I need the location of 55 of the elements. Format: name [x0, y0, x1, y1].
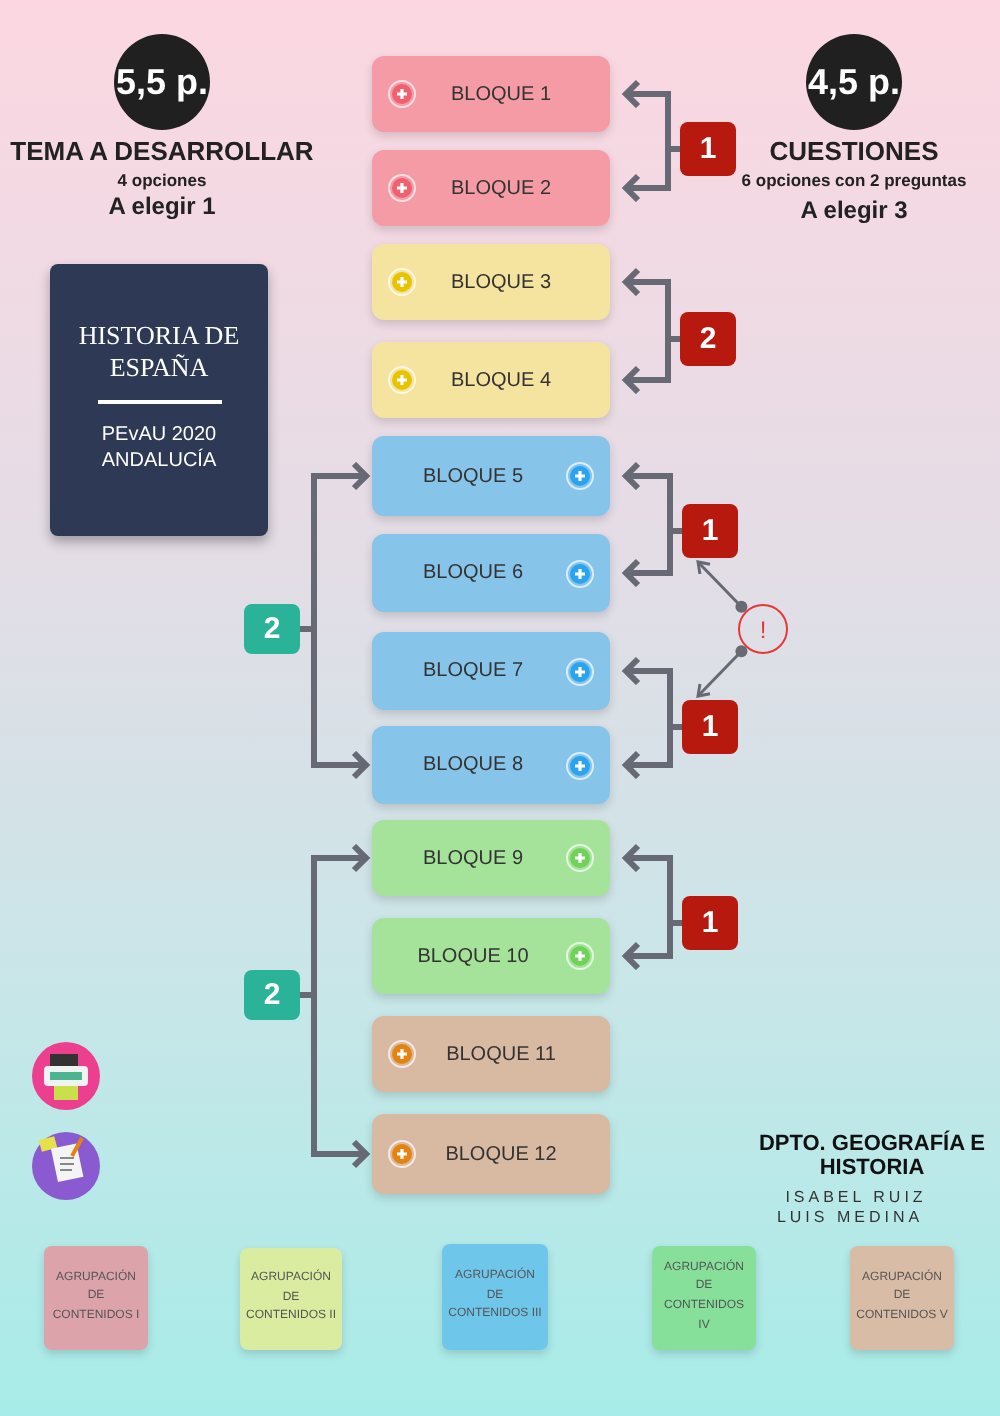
block-label: BLOQUE 1 [448, 83, 554, 105]
block-card [372, 534, 610, 612]
block-label: BLOQUE 10 [415, 945, 531, 967]
section-heading: TEMA A DESARROLLAR [10, 136, 314, 166]
block-card [372, 1114, 610, 1194]
block-card [372, 342, 610, 418]
block-label: BLOQUE 9 [420, 847, 526, 869]
number-badge: 1 [682, 896, 738, 950]
block-card [372, 436, 610, 516]
block-card [372, 1016, 610, 1092]
block-label: BLOQUE 4 [448, 369, 554, 391]
section-heading: CUESTIONES [769, 136, 939, 166]
card-subtitle: PEvAU 2020 ANDALUCÍA [99, 422, 219, 474]
number-badge: 2 [680, 312, 736, 366]
block-label: BLOQUE 7 [420, 660, 526, 682]
number-badge: 1 [682, 700, 738, 754]
bracket-arrow [623, 146, 680, 203]
note: 4 opciones [117, 170, 207, 190]
points-circle: 4,5 p. [806, 34, 902, 130]
block-label: BLOQUE 12 [443, 1143, 559, 1165]
block-card [372, 244, 610, 320]
block-card [372, 918, 610, 994]
block-card [372, 726, 610, 804]
bracket-arrow [623, 920, 682, 971]
number-badge: 2 [244, 604, 300, 654]
block-label: BLOQUE 2 [448, 177, 554, 199]
warning-circle: ! [738, 604, 788, 654]
block-label: BLOQUE 3 [448, 271, 554, 293]
bracket-arrow [300, 992, 369, 1169]
note: A elegir 3 [800, 196, 908, 224]
points-circle: 5,5 p. [114, 34, 210, 130]
block-card [372, 150, 610, 226]
number-badge: 2 [244, 970, 300, 1020]
note: 6 opciones con 2 preguntas [741, 170, 967, 190]
block-label: BLOQUE 8 [420, 754, 526, 776]
author-name: ISABEL RUIZ [785, 1188, 927, 1206]
pointer-arrow [696, 560, 748, 613]
number-badge: 1 [682, 504, 738, 558]
block-card [372, 820, 610, 896]
author-name: LUIS MEDINA [776, 1208, 924, 1226]
block-label: BLOQUE 5 [420, 465, 526, 487]
block-card [372, 56, 610, 132]
card-title: HISTORIA DE ESPAÑA [76, 320, 242, 384]
department-name: DPTO. GEOGRAFÍA E HISTORIA [756, 1132, 988, 1180]
pointer-arrow [696, 645, 748, 698]
bracket-arrow [300, 626, 369, 780]
number-badge: 1 [680, 122, 736, 176]
bracket-arrow [623, 724, 682, 780]
title-card [50, 264, 268, 536]
bracket-arrow [623, 336, 680, 395]
block-label: BLOQUE 6 [420, 562, 526, 584]
block-label: BLOQUE 11 [444, 1043, 558, 1065]
note: A elegir 1 [108, 192, 216, 220]
bracket-arrow [623, 528, 682, 588]
block-card [372, 632, 610, 710]
